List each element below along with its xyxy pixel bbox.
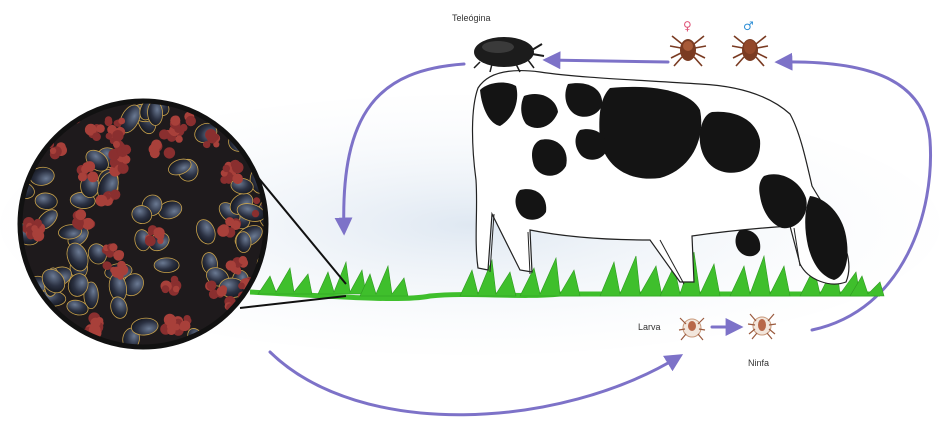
arrow-female-to-teleogina <box>546 60 668 62</box>
egg <box>29 97 56 127</box>
label-larva: Larva <box>638 322 661 332</box>
egg <box>29 108 52 126</box>
engorged-tick-icon <box>474 37 544 72</box>
male-tick-icon <box>732 36 768 66</box>
arrow-eggs-to-larva <box>270 352 680 415</box>
larvae-clump <box>46 97 66 115</box>
label-ninfa: Ninfa <box>748 358 769 368</box>
male-symbol: ♂ <box>743 20 754 32</box>
female-tick-icon <box>670 36 706 66</box>
egg <box>50 86 72 115</box>
label-teleogina: Teleógina <box>452 13 491 23</box>
egg <box>154 258 179 273</box>
female-symbol: ♀ <box>683 20 692 32</box>
